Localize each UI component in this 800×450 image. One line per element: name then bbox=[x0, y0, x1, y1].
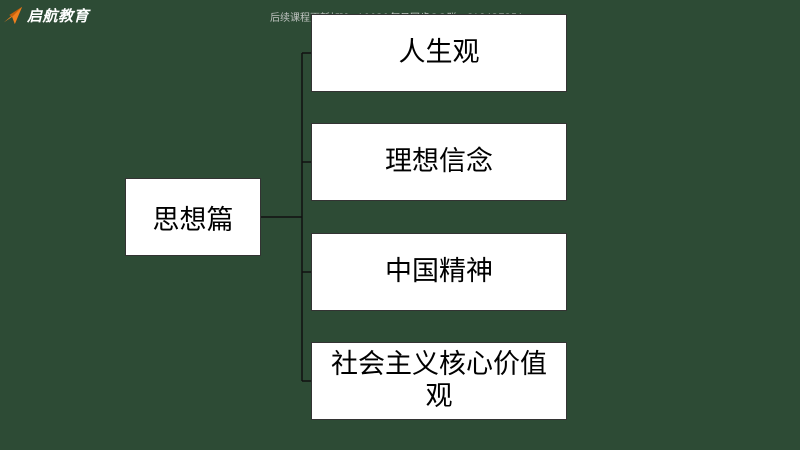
child-node-label: 理想信念 bbox=[385, 146, 493, 177]
paper-plane-logo-icon bbox=[3, 6, 23, 25]
child-node-label: 中国精神 bbox=[385, 256, 493, 287]
root-node-label: 思想篇 bbox=[152, 204, 234, 236]
child-node-label: 社会主义核心价值观 bbox=[331, 349, 547, 412]
brand-name: 启航教育 bbox=[27, 6, 90, 25]
child-node-3: 中国精神 bbox=[311, 233, 567, 311]
child-node-4: 社会主义核心价值观 bbox=[311, 342, 567, 420]
child-node-1: 人生观 bbox=[311, 14, 567, 92]
child-node-label: 人生观 bbox=[398, 37, 480, 68]
brand-logo: 启航教育 bbox=[2, 4, 89, 26]
child-node-2: 理想信念 bbox=[311, 123, 567, 201]
root-node: 思想篇 bbox=[125, 178, 261, 256]
